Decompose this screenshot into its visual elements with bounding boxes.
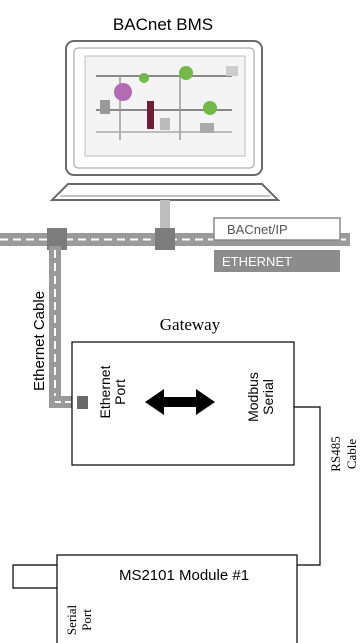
- bacnet-ip-box: BACnet/IP: [214, 218, 340, 240]
- gateway-modbus-serial-label-line2: Serial: [260, 379, 276, 415]
- ethernet-label-box: ETHERNET: [214, 250, 340, 272]
- rs485-cable-label-line2: Cable: [344, 439, 359, 470]
- ethernet-label: ETHERNET: [222, 254, 292, 269]
- bms-title: BACnet BMS: [113, 15, 213, 34]
- keyboard-base: [52, 184, 278, 200]
- computer-stand: [160, 200, 170, 230]
- gateway-ethernet-port-label-line1: Ethernet: [97, 365, 113, 418]
- gateway-title: Gateway: [160, 315, 221, 334]
- ethernet-cable-label: Ethernet Cable: [31, 291, 48, 391]
- gateway-ethernet-port-label-line2: Port: [112, 379, 128, 405]
- bms-computer: [66, 41, 262, 175]
- rs485-cable-label-line1: RS485: [328, 436, 343, 471]
- gateway-modbus-serial-label-line1: Modbus: [245, 372, 261, 422]
- module-serial-port-label-line1: Serial: [64, 604, 79, 635]
- ethernet-cable: [49, 246, 75, 408]
- module-title: MS2101 Module #1: [119, 567, 249, 584]
- module-serial-port-label-line2: Port: [79, 609, 94, 631]
- ethernet-port-connector: [77, 396, 88, 409]
- bacnet-ip-label: BACnet/IP: [227, 222, 288, 237]
